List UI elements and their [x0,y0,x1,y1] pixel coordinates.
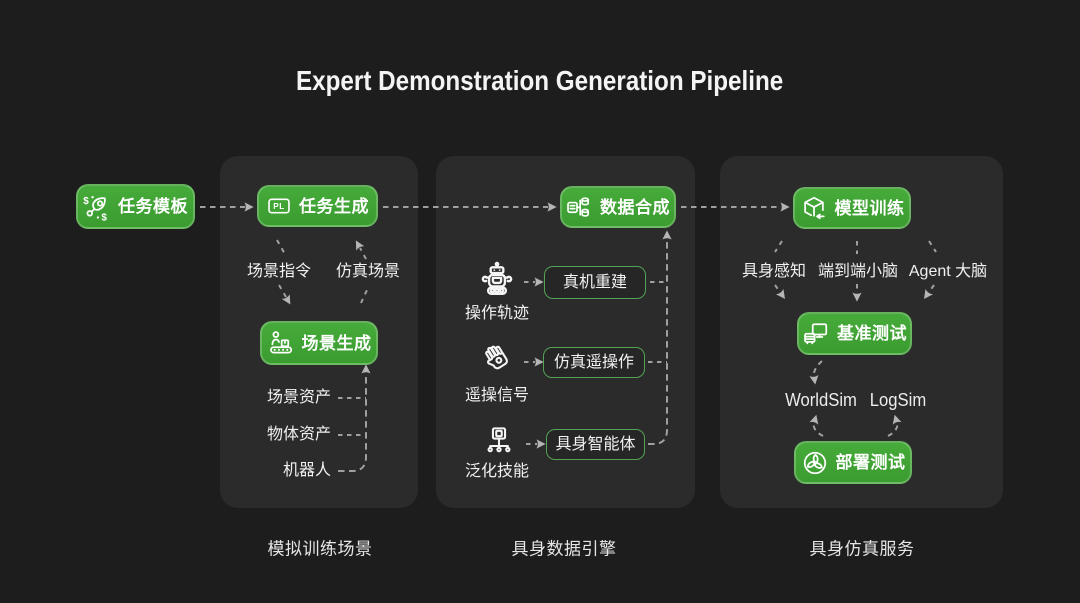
caption-embodied-sim-service: 具身仿真服务 [809,539,915,559]
sim-teleoperation-box[interactable]: 仿真遥操作 [543,347,645,378]
embodied-agent-box[interactable]: 具身智能体 [546,429,645,460]
arrow-benchmark-to-worldsim [809,360,823,385]
scene-instruction-label: 场景指令 [246,263,312,280]
link-modeltrain-to-perception [774,240,783,253]
arrow-instruction-to-scenegen [278,284,291,305]
benchmark-test-button[interactable]: 基准测试 [797,312,912,355]
data-synthesis-button[interactable]: 数据合成 [560,186,676,228]
link-modeltrain-to-agent [928,240,937,253]
data-sync-icon [567,196,590,217]
agent-brain-label: Agent 大脑 [908,263,988,280]
task-template-label: 任务模板 [118,197,188,216]
scene-assets-label: 场景资产 [266,389,332,406]
svg-text:PL: PL [273,202,284,211]
arrow-deploy-to-worldsim [809,414,824,437]
generalized-skill-label: 泛化技能 [464,463,530,480]
robot-icon [478,261,516,304]
data-synthesis-label: 数据合成 [600,197,670,217]
rocket-dollar-icon: $ $ [83,195,107,221]
real-machine-recon-box[interactable]: 真机重建 [544,266,646,299]
pl-badge-icon: PL [268,198,290,214]
glove-icon [479,341,515,382]
devices-icon [804,322,828,344]
arrow-agent-to-benchmark [923,284,935,300]
end-to-end-label: 端到端小脑 [817,263,899,280]
scene-generation-button[interactable]: 场景生成 [260,321,378,365]
model-training-button[interactable]: 模型训练 [793,187,911,229]
arrow-simscene-to-taskgen [355,240,367,260]
svg-text:$: $ [101,212,107,221]
object-assets-label: 物体资产 [266,426,332,443]
link-scenegen-to-simscene [360,289,368,304]
task-template-button[interactable]: $ $ 任务模板 [76,184,195,229]
benchmark-test-label: 基准测试 [837,324,907,343]
task-generation-label: 任务生成 [299,196,369,216]
cube-arrow-icon [803,196,825,220]
caption-sim-training-scene: 模拟训练场景 [267,539,373,559]
factory-icon [269,331,292,354]
robot-label: 机器人 [282,462,332,479]
trajectory-label: 操作轨迹 [464,305,530,322]
sim-scene-label: 仿真场景 [335,263,401,280]
deployment-test-button[interactable]: 部署测试 [794,441,912,484]
arrow-assets-to-scenegen [338,364,371,472]
logsim-label: LogSim [869,388,927,410]
scene-generation-label: 场景生成 [301,333,372,353]
teleop-signal-label: 遥操信号 [464,387,530,404]
terminal-network-icon [483,424,516,462]
arrow-perception-to-benchmark [774,284,786,300]
svg-text:$: $ [83,196,89,207]
arrow-bus-to-datasynth [648,230,672,445]
arrow-deploy-to-logsim [887,414,902,437]
embodied-perception-label: 具身感知 [741,263,807,280]
worldsim-label: WorldSim [785,388,857,410]
link-taskgen-to-instruction [276,239,287,257]
model-training-label: 模型训练 [834,198,905,218]
task-generation-button[interactable]: PL 任务生成 [257,185,378,227]
page-title: Expert Demonstration Generation Pipeline [296,65,784,96]
caption-embodied-data-engine: 具身数据引擎 [511,539,617,559]
turbine-icon [803,451,826,474]
deployment-test-label: 部署测试 [835,453,906,472]
